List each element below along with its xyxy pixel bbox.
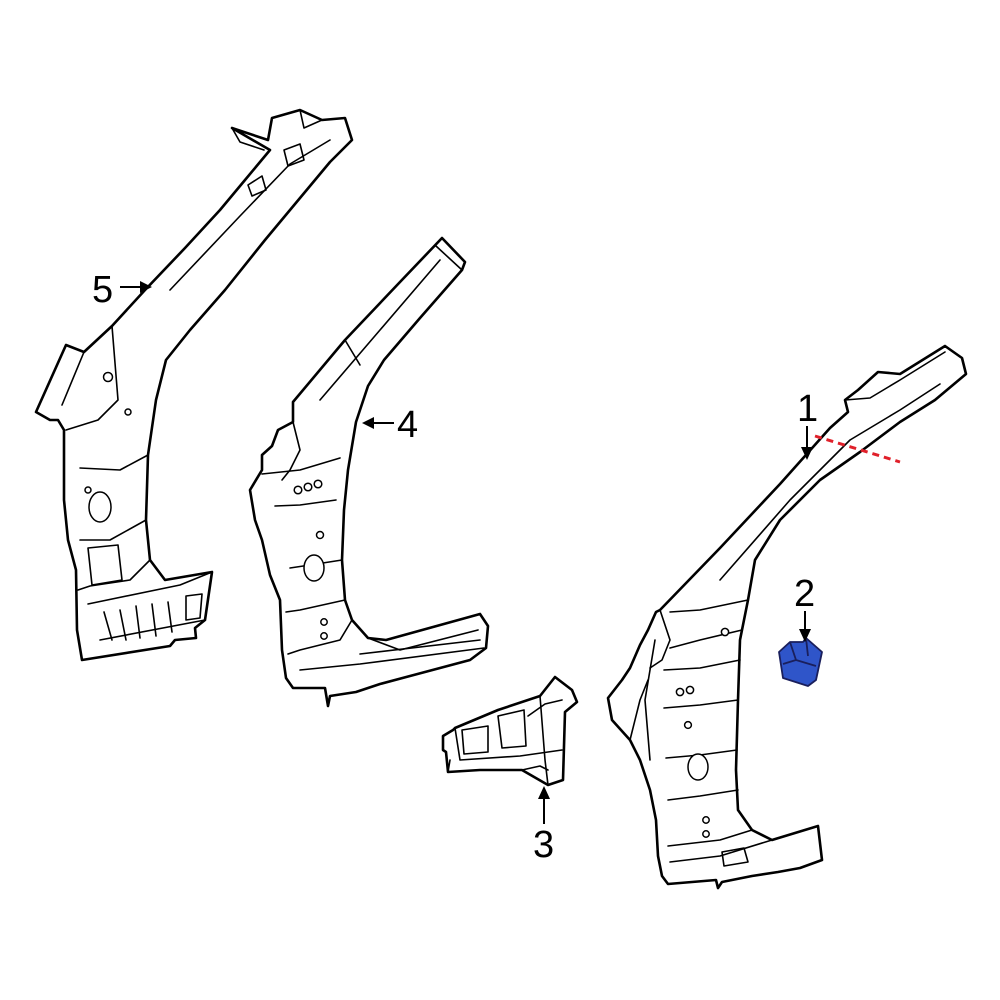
part-2-reinforcement[interactable] [778,637,823,687]
callout-1: 1 [797,388,818,460]
callout-4: 4 [362,404,418,446]
callout-label-2: 2 [794,573,815,615]
part-5-outer-pillar[interactable] [34,108,354,662]
arrow-head-icon [538,786,550,799]
arrow-head-icon [801,447,813,460]
callout-3: 3 [533,786,554,866]
part-1-pillar-assembly[interactable] [606,344,968,890]
callout-label-1: 1 [797,388,818,430]
callout-label-4: 4 [397,404,418,446]
part-3-lower-bracket[interactable] [441,675,579,787]
callout-label-5: 5 [92,269,113,311]
arrow-head-icon [140,281,152,293]
cut-line [814,434,901,464]
callout-5: 5 [92,269,152,311]
arrow-head-icon [799,629,811,642]
part-4-inner-pillar[interactable] [248,236,490,708]
arrow-head-icon [362,417,374,429]
callout-2: 2 [794,573,815,642]
callout-label-3: 3 [533,824,554,866]
